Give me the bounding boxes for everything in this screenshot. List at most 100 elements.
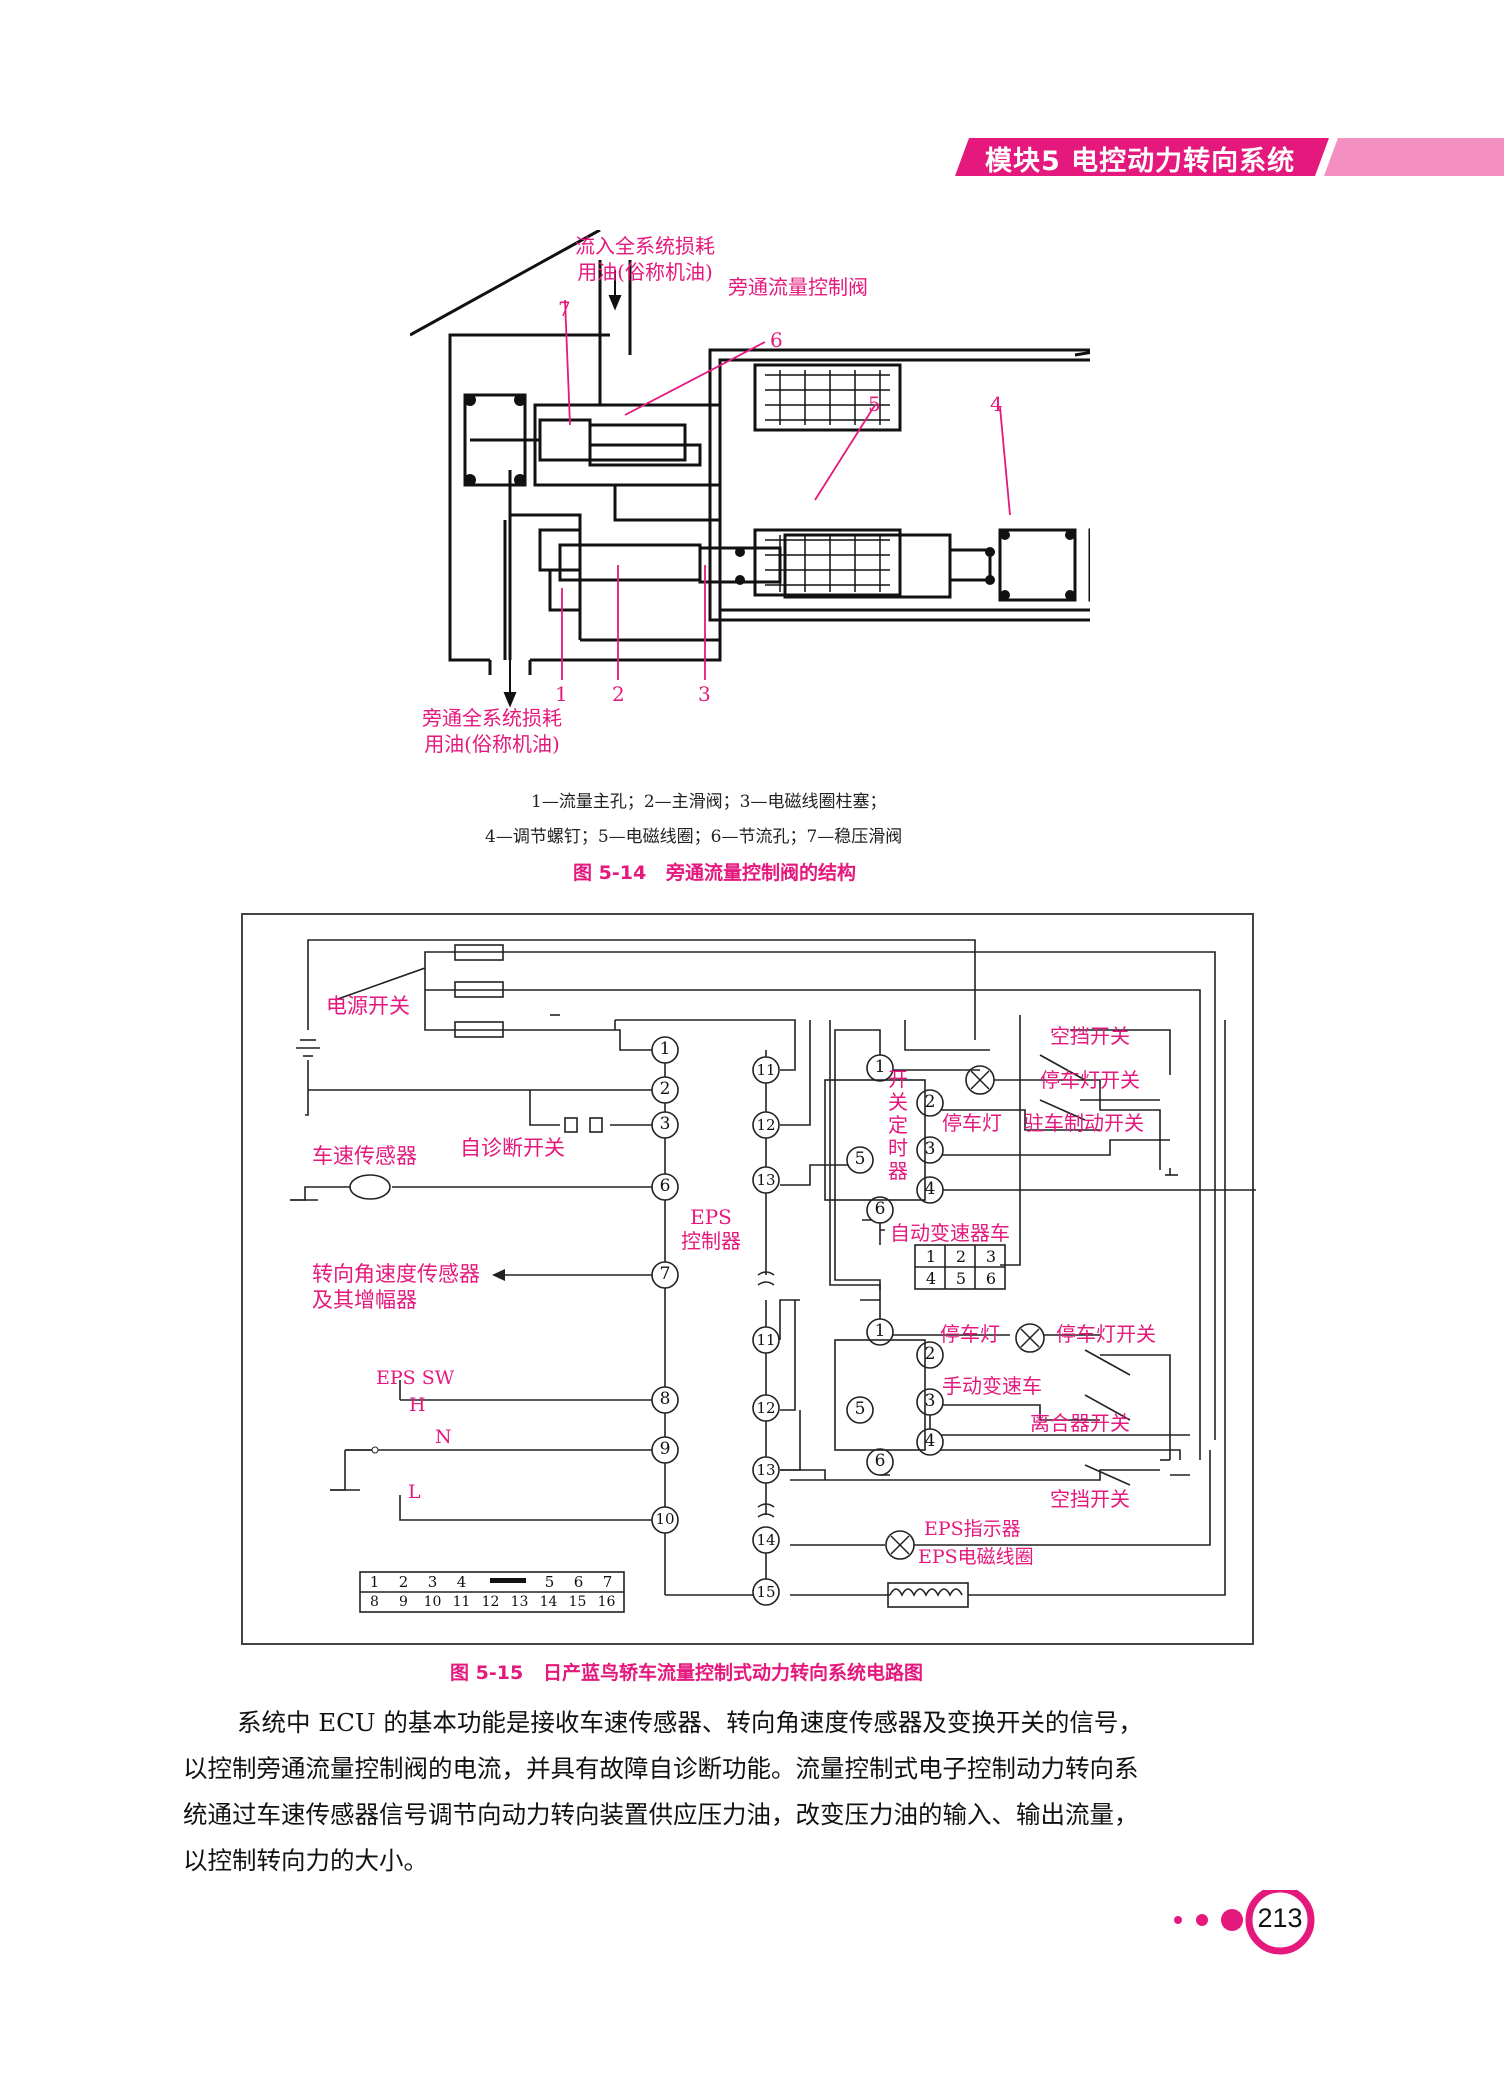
timer-a-pin-2: 2 xyxy=(924,1092,936,1112)
center-pin-15: 15 xyxy=(756,1583,776,1601)
connector-cell: 5 xyxy=(544,1573,555,1591)
bypass-valve-structure-figure xyxy=(410,230,1090,708)
eps-circuit-diagram xyxy=(241,913,1256,1645)
inflow-label-line2: 用油(俗称机油) xyxy=(577,260,713,284)
auto-trans-label: 自动变速器车 xyxy=(890,1221,1010,1245)
part-number-5: 5 xyxy=(868,392,881,416)
connector-cell: 14 xyxy=(539,1594,558,1610)
inflow-label: 流入全系统损耗 用油(俗称机油) xyxy=(545,233,745,285)
auto-trans-grid: 1 2 3 4 5 6 xyxy=(916,1246,1006,1290)
figure1-legend-line1: 1—流量主孔；2—主滑阀；3—电磁线圈柱塞； xyxy=(531,792,887,812)
timer-a-pin-3: 3 xyxy=(924,1139,936,1159)
connector-cell: 4 xyxy=(456,1573,467,1591)
left-pin-9: 9 xyxy=(659,1439,671,1459)
outflow-label-line1: 旁通全系统损耗 xyxy=(422,706,562,730)
timer-a-pin-6: 6 xyxy=(874,1199,886,1219)
timer-b-pin-3: 3 xyxy=(924,1391,936,1411)
eps-sw-label: EPS SW xyxy=(376,1367,455,1389)
left-pin-6: 6 xyxy=(659,1176,671,1196)
power-switch-label: 电源开关 xyxy=(326,994,410,1018)
inflow-label-line1: 流入全系统损耗 xyxy=(575,234,715,258)
figure1-legend-line2: 4—调节螺钉；5—电磁线圈；6—节流孔；7—稳压滑阀 xyxy=(485,827,903,847)
figure2-caption-text: 日产蓝鸟轿车流量控制式动力转向系统电路图 xyxy=(543,1662,924,1684)
timer-b-pin-6: 6 xyxy=(874,1451,886,1471)
outflow-label: 旁通全系统损耗 用油(俗称机油) xyxy=(412,705,572,757)
center-pin-12a: 12 xyxy=(756,1116,776,1134)
timer-switch-char: 关 xyxy=(888,1090,908,1114)
eps-controller-label-line1: EPS xyxy=(690,1205,732,1229)
speed-sensor-label: 车速传感器 xyxy=(312,1144,417,1168)
timer-switch-char: 开 xyxy=(888,1067,908,1091)
timer-switch-label: 开 关 定 时 器 xyxy=(888,1068,910,1183)
page-number: 213 xyxy=(1257,1903,1303,1933)
connector-cell: 10 xyxy=(423,1594,442,1610)
eps-sw-n-label: N xyxy=(435,1426,452,1448)
page-number-badge xyxy=(1174,1890,1315,1955)
eps-controller-label: EPS 控制器 xyxy=(676,1205,746,1253)
timer-a-pin-5: 5 xyxy=(854,1149,866,1169)
center-pin-11a: 11 xyxy=(756,1061,776,1079)
connector-cell: 13 xyxy=(510,1594,529,1610)
center-pin-13b: 13 xyxy=(756,1461,776,1479)
timer-switch-char: 定 xyxy=(888,1113,908,1137)
valve-name-label: 旁通流量控制阀 xyxy=(728,275,868,299)
body-line-2: 以控制旁通流量控制阀的电流，并具有故障自诊断功能。流量控制式电子控制动力转向系 xyxy=(183,1754,1139,1783)
connector-cell: 3 xyxy=(427,1573,438,1591)
eps-indicator-label: EPS指示器 xyxy=(924,1518,1021,1540)
left-pin-8: 8 xyxy=(659,1389,671,1409)
part-number-3: 3 xyxy=(698,682,711,706)
grid-cell: 3 xyxy=(985,1247,997,1266)
manual-trans-label: 手动变速车 xyxy=(942,1374,1042,1398)
part-number-2: 2 xyxy=(612,682,625,706)
timer-b-pin-2: 2 xyxy=(924,1344,936,1364)
connector-cell: 2 xyxy=(398,1573,409,1591)
connector-cell: 9 xyxy=(399,1594,408,1610)
timer-switch-char: 时 xyxy=(888,1136,908,1160)
center-pin-13a: 13 xyxy=(756,1171,776,1189)
figure2-caption-number: 图 5-15 xyxy=(450,1662,524,1684)
grid-cell: 1 xyxy=(925,1247,937,1266)
grid-cell: 5 xyxy=(955,1269,967,1288)
clutch-switch-label: 离合器开关 xyxy=(1030,1411,1130,1435)
eps-coil-label: EPS电磁线圈 xyxy=(918,1546,1034,1568)
connector-cell: 7 xyxy=(602,1573,613,1591)
left-pin-3: 3 xyxy=(659,1114,671,1134)
part-number-6: 6 xyxy=(770,328,783,352)
timer-a-pin-1: 1 xyxy=(874,1057,886,1077)
eps-sw-h-label: H xyxy=(409,1394,426,1416)
connector-cell: 15 xyxy=(568,1594,587,1610)
part-number-4: 4 xyxy=(990,392,1003,416)
body-paragraph: 系统中 ECU 的基本功能是接收车速传感器、转向角速度传感器及变换开关的信号， … xyxy=(183,1700,1323,1884)
steering-sensor-label-line2: 及其增幅器 xyxy=(312,1288,417,1312)
connector-cell: 12 xyxy=(481,1594,500,1610)
grid-cell: 6 xyxy=(985,1269,997,1288)
part-number-7: 7 xyxy=(558,297,571,321)
parking-brake-switch-label: 驻车制动开关 xyxy=(1024,1111,1144,1135)
neutral-switch-label-b: 空挡开关 xyxy=(1050,1487,1130,1511)
grid-cell: 2 xyxy=(955,1247,967,1266)
grid-cell: 4 xyxy=(925,1269,937,1288)
body-line-3: 统通过车速传感器信号调节向动力转向装置供应压力油，改变压力油的输入、输出流量， xyxy=(183,1800,1139,1829)
center-pin-12b: 12 xyxy=(756,1399,776,1417)
connector-cell: 8 xyxy=(370,1594,379,1610)
module-banner xyxy=(955,138,1504,176)
neutral-switch-label-a: 空挡开关 xyxy=(1050,1024,1130,1048)
stop-lamp-switch-label-a: 停车灯开关 xyxy=(1040,1068,1140,1092)
connector-pin-table: 1 2 3 4 5 6 7 8 9 10 11 12 13 14 15 16 xyxy=(360,1572,624,1612)
timer-b-pin-5: 5 xyxy=(854,1399,866,1419)
connector-cell: 11 xyxy=(452,1594,471,1610)
stop-lamp-switch-label-b: 停车灯开关 xyxy=(1056,1322,1156,1346)
timer-switch-char: 器 xyxy=(888,1159,908,1183)
left-pin-2: 2 xyxy=(659,1079,671,1099)
outflow-label-line2: 用油(俗称机油) xyxy=(424,732,560,756)
left-pin-1: 1 xyxy=(659,1039,671,1059)
module-title: 模块5 电控动力转向系统 xyxy=(985,146,1296,177)
timer-b-pin-1: 1 xyxy=(874,1321,886,1341)
figure1-caption-number: 图 5-14 xyxy=(573,862,647,884)
timer-b-pin-4: 4 xyxy=(924,1431,936,1451)
connector-cell: 6 xyxy=(573,1573,584,1591)
connector-cell: 16 xyxy=(597,1594,616,1610)
timer-a-pin-4: 4 xyxy=(924,1179,936,1199)
eps-controller-label-line2: 控制器 xyxy=(681,1229,741,1253)
center-pin-14: 14 xyxy=(756,1531,776,1549)
